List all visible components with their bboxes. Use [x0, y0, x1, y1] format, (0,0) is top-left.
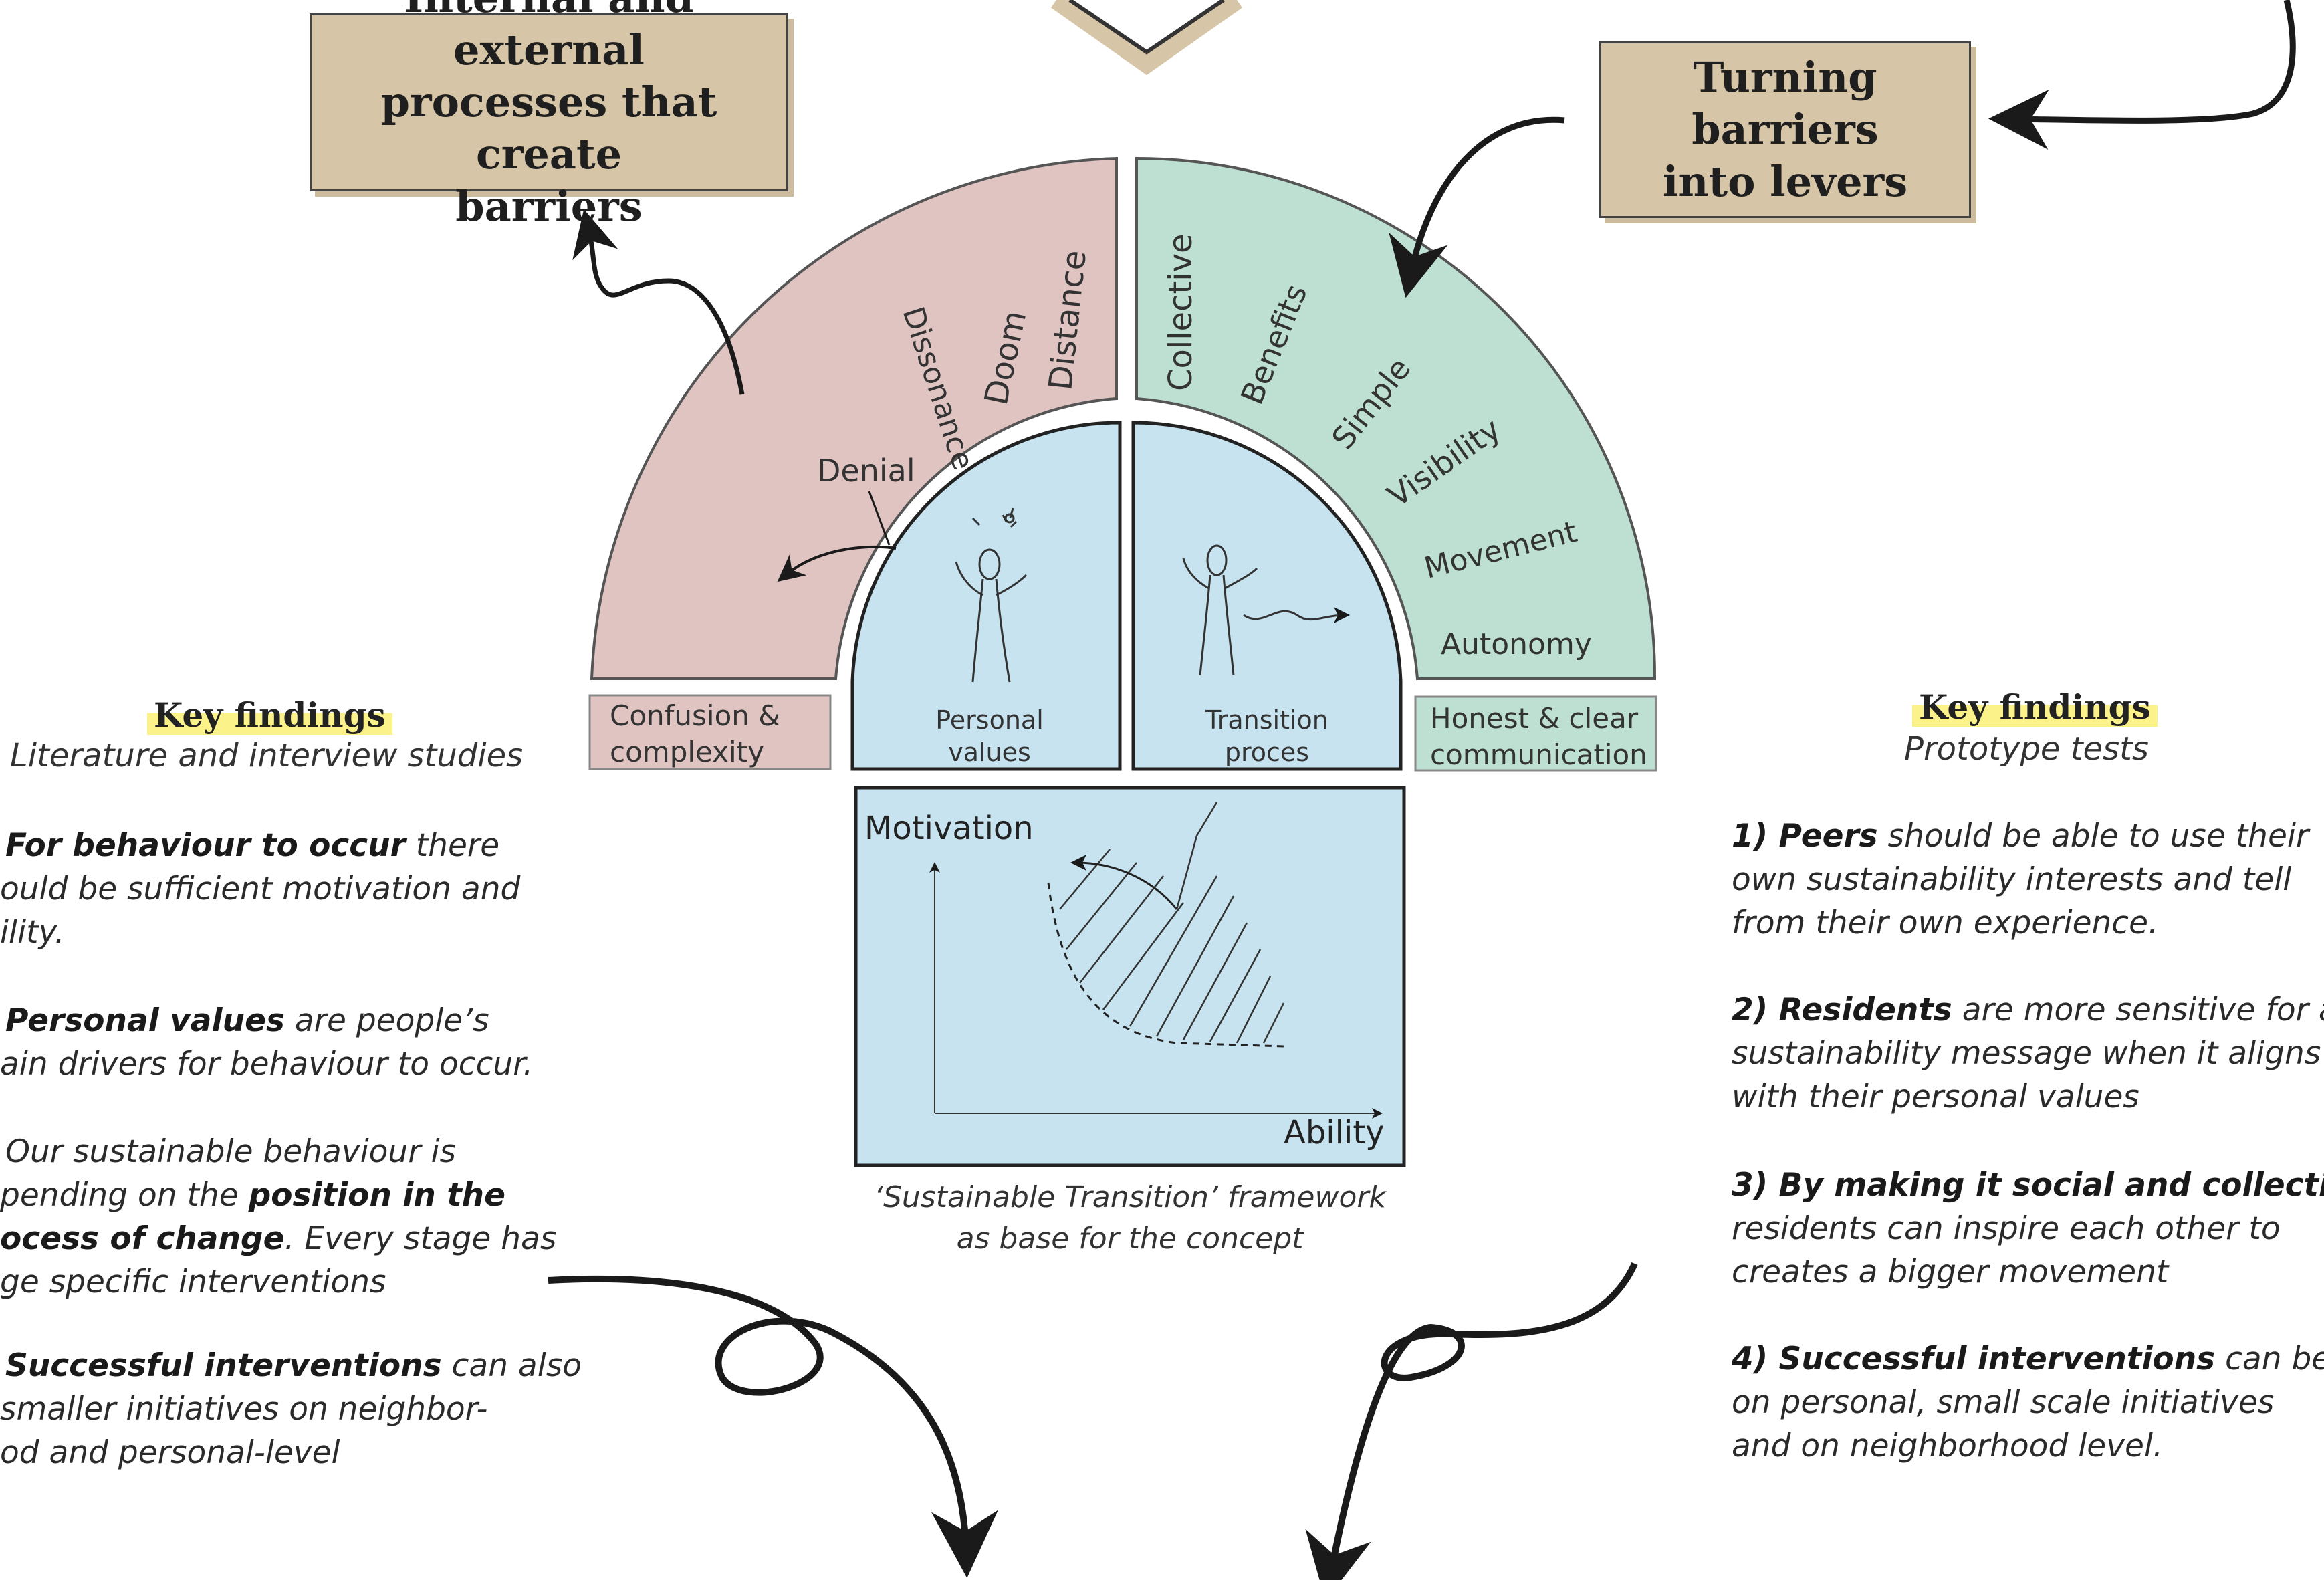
right-finding-4-rest: can be [2215, 1341, 2324, 1377]
header-box-levers: Turning barriers into levers [1599, 41, 1971, 218]
left-findings-subtitle: Literature and interview studies [10, 737, 524, 774]
left-finding-3-line4: ge specific interventions [0, 1264, 386, 1301]
levers-sector [1135, 156, 1657, 680]
left-finding-2: Personal values are people’s ain drivers… [0, 999, 533, 1086]
right-finding-3-line3: creates a bigger movement [1732, 1254, 2169, 1290]
right-finding-1-rest: should be able to use their [1877, 818, 2309, 855]
right-finding-2: 2) Residents are more sensitive for a su… [1732, 988, 2324, 1119]
left-finding-2-rest: are people’s [284, 1002, 489, 1039]
graph-x-label: Ability [1284, 1114, 1385, 1151]
right-finding-4-bold: 4) Successful interventions [1732, 1341, 2216, 1377]
right-finding-1: 1) Peers should be able to use their own… [1732, 814, 2309, 945]
left-finding-4-rest: can also [441, 1347, 582, 1384]
right-finding-3-line1: 3) By making it social and collective [1732, 1163, 2324, 1207]
framework-caption: ‘Sustainable Transition’ framework as ba… [874, 1180, 1386, 1256]
right-finding-2-line2: sustainability message when it aligns [1732, 1035, 2321, 1072]
left-findings-title: Key findings [147, 695, 392, 735]
right-finding-3-bold: 3) By making it social and collective [1732, 1167, 2324, 1204]
left-finding-1-line2: ould be sufficient motivation and [0, 871, 521, 907]
lever-word-autonomy: Autonomy [1441, 627, 1592, 661]
transition-process-quadrant [1131, 421, 1403, 771]
graph-y-label: Motivation [864, 810, 1034, 847]
left-finding-1-line3: ility. [0, 914, 65, 951]
right-finding-1-line2: own sustainability interests and tell [1732, 861, 2292, 898]
header-box-barriers: Internal and external processes that cre… [310, 0, 788, 231]
confusion-box-bg [588, 694, 832, 770]
figure-personal-values [955, 507, 1028, 683]
left-finding-3-line2: pending on the position in the [0, 1173, 556, 1217]
left-finding-4-bold: Successful interventions [5, 1347, 442, 1384]
lever-word-collective: Collective [1162, 233, 1199, 391]
right-findings-title: Key findings [1912, 687, 2158, 727]
personal-values-label: Personal values [935, 705, 1044, 767]
right-finding-4: 4) Successful interventions can be on pe… [1732, 1337, 2324, 1468]
left-finding-1-bold: For behaviour to occur [5, 827, 406, 864]
left-finding-1-rest: there [405, 827, 500, 864]
right-finding-1-line1: 1) Peers should be able to use their [1732, 814, 2309, 858]
right-finding-2-line1: 2) Residents are more sensitive for a [1732, 988, 2324, 1032]
left-finding-3-line2b: position in the [248, 1177, 506, 1214]
left-finding-4-line3: od and personal-level [0, 1434, 340, 1471]
right-finding-2-bold: 2) Residents [1732, 992, 1952, 1028]
right-finding-2-rest: are more sensitive for a [1952, 992, 2324, 1028]
left-finding-3-line3: ocess of change. Every stage has [0, 1217, 556, 1260]
personal-values-quadrant [850, 421, 1122, 771]
graph-box [854, 786, 1406, 1167]
left-finding-4-line2: smaller initiatives on neighbor- [0, 1391, 488, 1428]
barriers-sector [590, 156, 1118, 680]
left-finding-2-line2: ain drivers for behaviour to occur. [0, 1046, 534, 1083]
honest-label-text: Honest & clear communication [1430, 702, 1647, 771]
right-finding-1-bold: 1) Peers [1732, 818, 1878, 855]
right-findings-subtitle: Prototype tests [1904, 730, 2149, 768]
right-finding-3-line2: residents can inspire each other to [1732, 1210, 2281, 1247]
hatch-region [1059, 802, 1285, 1044]
left-finding-1-line1: For behaviour to occur there [5, 824, 520, 867]
left-finding-3-line1: Our sustainable behaviour is [5, 1133, 456, 1170]
left-finding-1: For behaviour to occur there ould be suf… [0, 824, 520, 954]
header-box-barriers-text: Internal and external processes that cre… [380, 0, 717, 231]
left-finding-2-bold: Personal values [5, 1002, 285, 1039]
header-box-levers-text: Turning barriers into levers [1662, 53, 1908, 206]
left-finding-4: Successful interventions can also smalle… [0, 1344, 582, 1474]
honest-label: Honest & clear communication [1415, 698, 1656, 772]
barrier-word-denial: Denial [817, 453, 915, 489]
top-chevron [1050, 0, 1243, 76]
right-finding-3: 3) By making it social and collective re… [1732, 1163, 2324, 1294]
left-finding-4-line1: Successful interventions can also [5, 1344, 582, 1387]
right-finding-4-line3: and on neighborhood level. [1732, 1428, 2163, 1464]
right-finding-2-line3: with their personal values [1732, 1079, 2139, 1115]
left-finding-3-line2a: pending on the [0, 1177, 249, 1214]
right-finding-1-line3: from their own experience. [1732, 905, 2158, 941]
confusion-label: Confusion & complexity [590, 695, 830, 769]
confusion-label-text: Confusion & complexity [610, 699, 781, 768]
left-finding-3-line3b: . Every stage has [284, 1220, 557, 1257]
honest-box-bg [1414, 695, 1657, 772]
right-findings-title-text: Key findings [1912, 687, 2158, 727]
right-finding-4-line2: on personal, small scale initiatives [1732, 1384, 2275, 1421]
figure-transition [1182, 544, 1350, 676]
left-finding-2-line1: Personal values are people’s [5, 999, 533, 1042]
transition-process-label: Transition proces [1205, 705, 1328, 767]
left-findings-title-text: Key findings [147, 695, 392, 735]
right-finding-4-line1: 4) Successful interventions can be [1732, 1337, 2324, 1381]
left-finding-3-line3a: ocess of change [0, 1220, 285, 1257]
left-finding-3: Our sustainable behaviour is pending on … [0, 1130, 556, 1304]
